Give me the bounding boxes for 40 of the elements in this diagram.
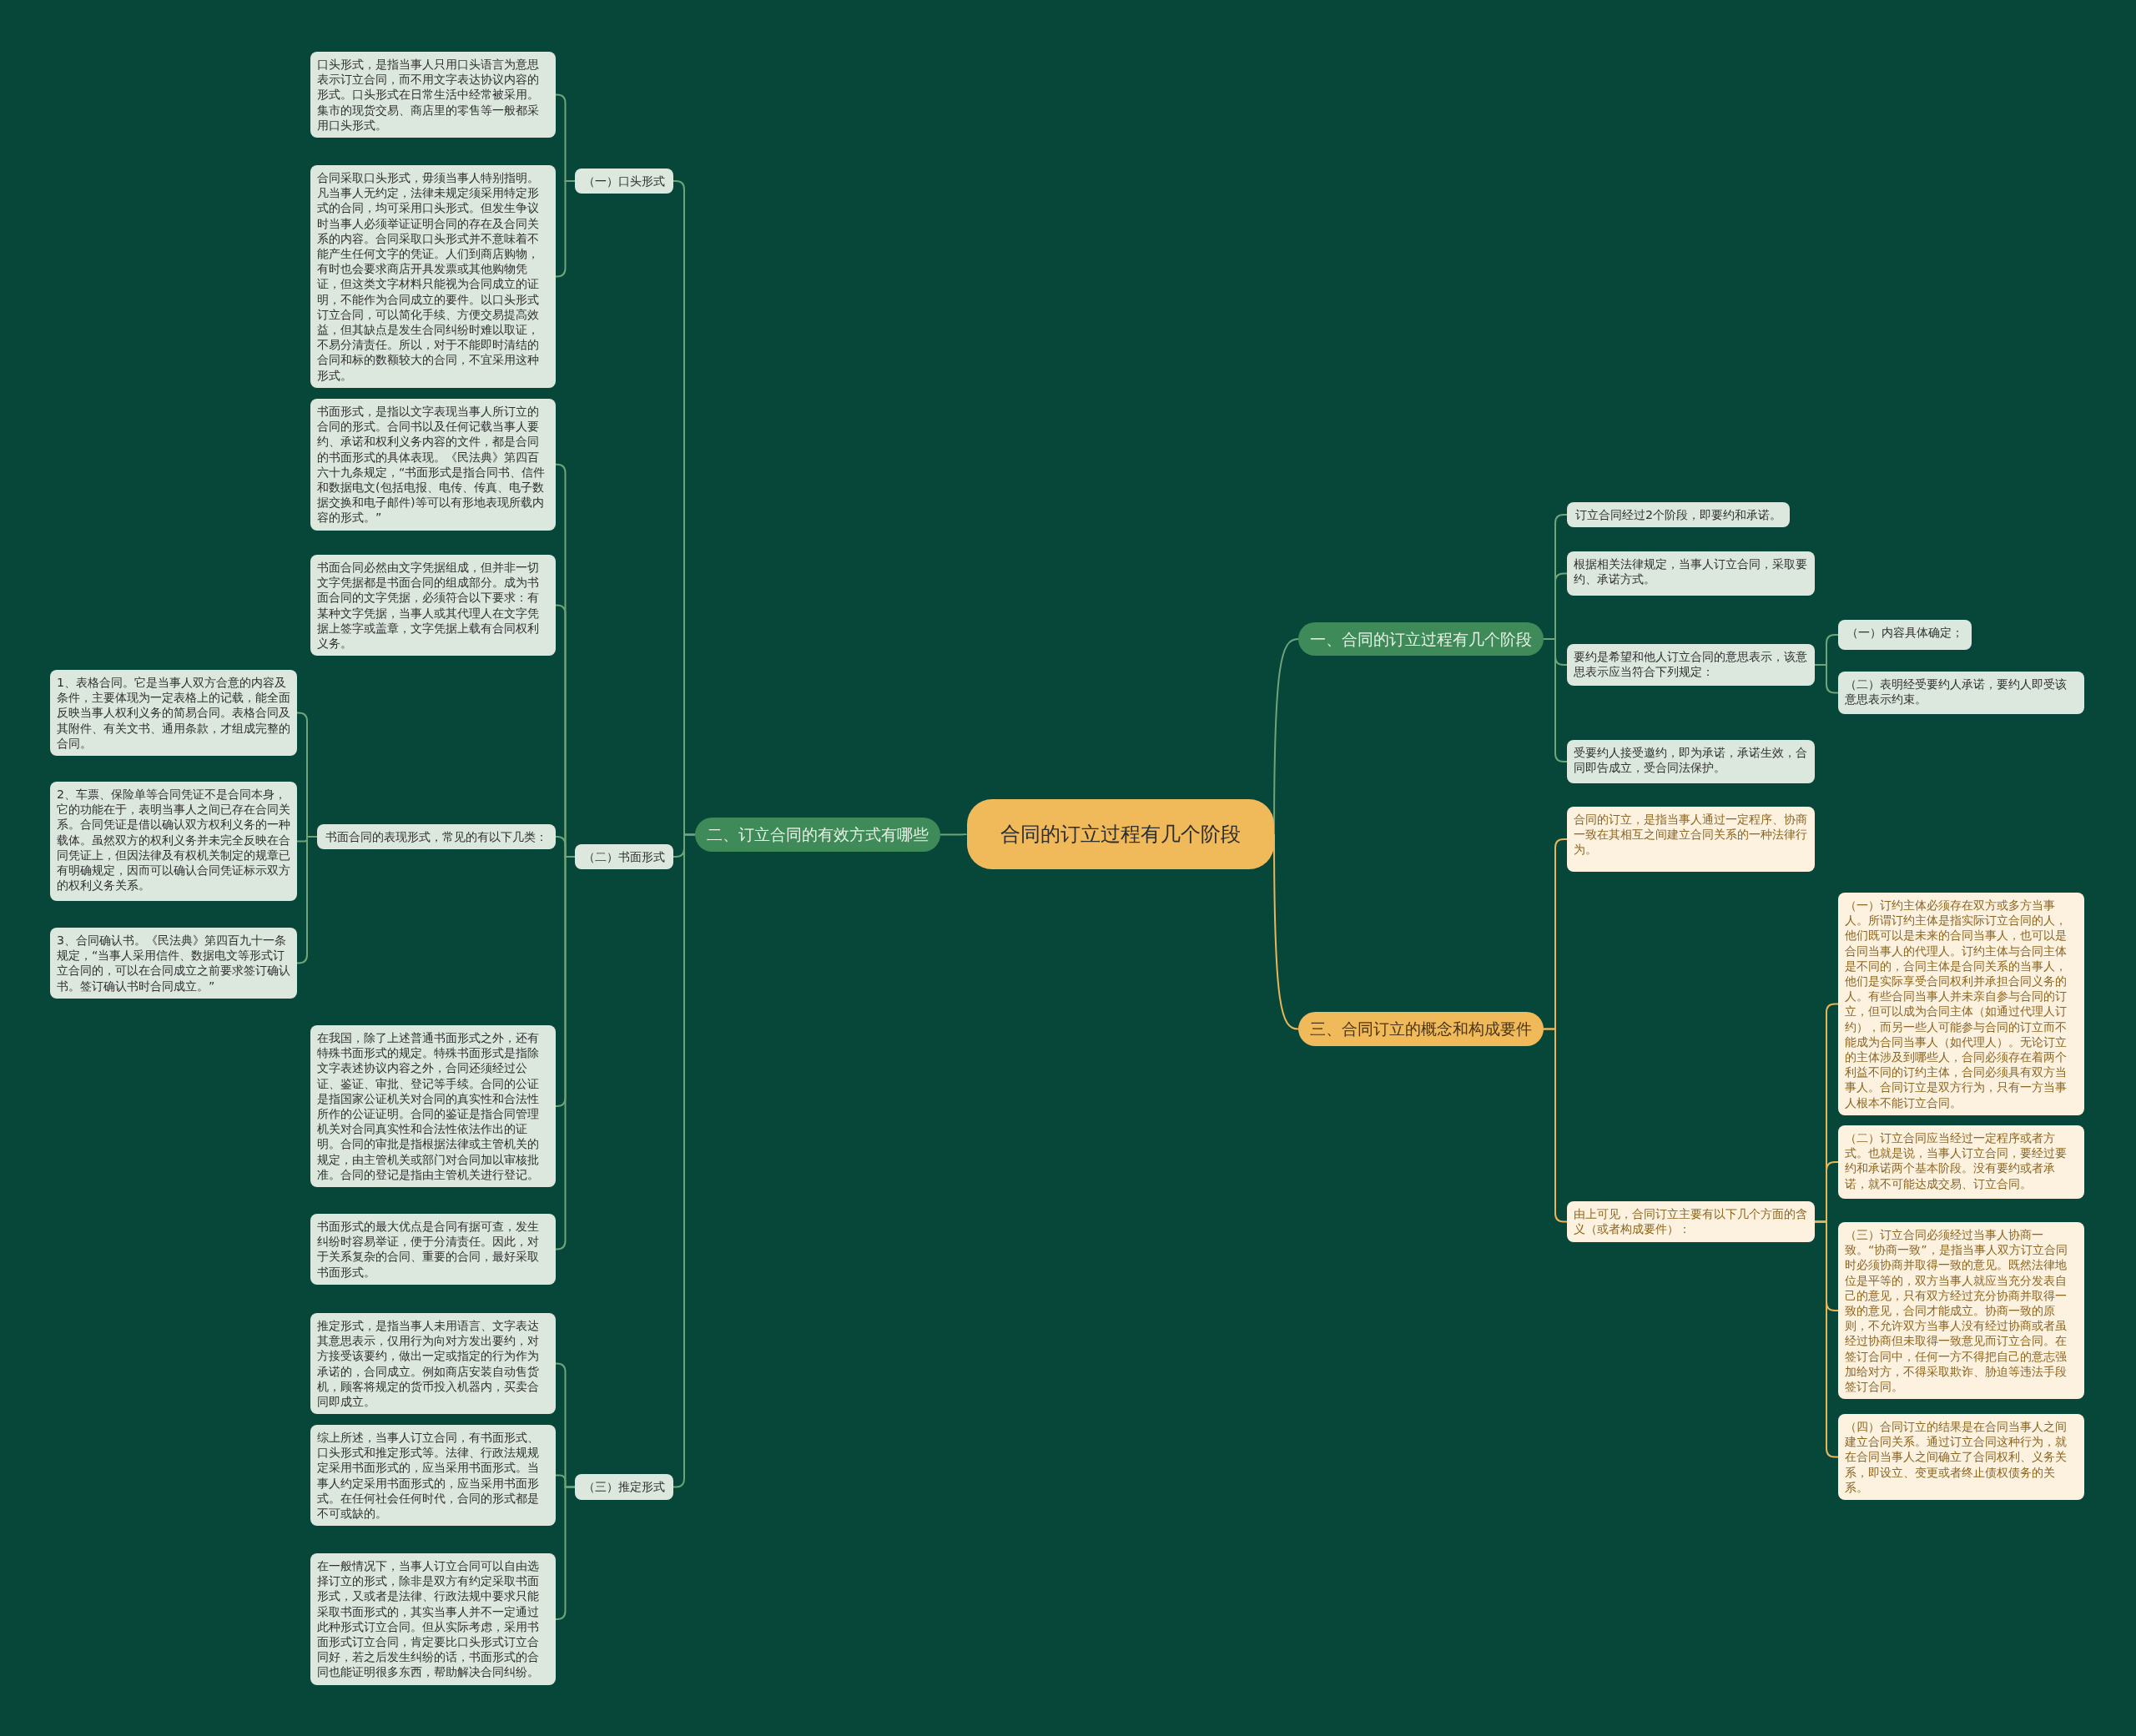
connector-line [1543,1028,1568,1223]
topic-label-box: （一）内容具体确定； [1838,620,1972,650]
connector-line [555,180,576,278]
topic-box: 在我国，除了上述普通书面形式之外，还有特殊书面形式的规定。特殊书面形式是指除文字表述协议内容之外，合同还须经过公证、鉴证、审批、登记等手续。合同的公证是指国家公证机关对合同的真实性和合法性所作的公证证明。合同的鉴证是指合同管理机关对合同真实性和合法性依法作出的证明。合同的审批是指根据法律或主管机关的规定，由主管机关或部门对合同加以审核批准。合同的登记是指由主管机关进行登记。 [310,1025,556,1188]
topic-label-box: （二）书面形式 [575,844,673,870]
branch-topic: 二、订立合同的有效方式有哪些 [695,818,940,852]
topic-box: 推定形式，是指当事人未用语言、文字表达其意思表示，仅用行为向对方发出要约，对方接受该要约，做出一定或指定的行为作为承诺的，合同成立。例如商店安装自动售货机，顾客将规定的货币投入机器内，买卖合同即成立。 [310,1313,556,1415]
central-topic: 合同的订立过程有几个阶段 [967,799,1274,869]
topic-label-box: （一）口头形式 [575,169,673,194]
connector-line [673,833,696,1488]
topic-box: 书面合同必然由文字凭据组成，但并非一切文字凭据都是书面合同的组成部分。成为书面合同的文字凭据，必须符合以下要求：有某种文字凭据，当事人或其代理人在文字凭据上签字或盖章，文字凭据上载有合同权利义务。 [310,555,556,657]
topic-label-box: （三）推定形式 [575,1474,673,1500]
branch-topic: 一、合同的订立过程有几个阶段 [1298,622,1544,656]
connector-line [296,836,318,964]
topic-box: （四）合同订立的结果是在合同当事人之间建立合同关系。通过订立合同这种行为，就在合同当事人之间确立了合同权利、义务关系，即设立、变更或者终止债权债务的关系。 [1838,1414,2084,1500]
topic-box: 书面形式的最大优点是合同有据可查，发生纠纷时容易举证，便于分清责任。因此，对于关系复杂的合同、重要的合同，最好采取书面形式。 [310,1214,556,1285]
connector-line [1814,1220,1839,1458]
topic-label-box: 订立合同经过2个阶段，即要约和承诺。 [1567,502,1791,528]
connector-line [940,833,968,836]
topic-box: 合同的订立，是指当事人通过一定程序、协商一致在其相互之间建立合同关系的一种法律行为。 [1567,807,1815,872]
topic-box: 受要约人接受邀约，即为承诺，承诺生效，合同即告成立，受合同法保护。 [1567,740,1815,783]
topic-box: 要约是希望和他人订立合同的意思表示，该意思表示应当符合下列规定： [1567,644,1815,686]
branch-topic: 三、合同订立的概念和构成要件 [1298,1012,1544,1046]
topic-box: 综上所述，当事人订立合同，有书面形式、口头形式和推定形式等。法律、行政法规规定采用书面形式的，应当采用书面形式。当事人约定采用书面形式的，应当采用书面形式。在任何社会任何时代，合同的形式都是不可或缺的。 [310,1425,556,1527]
topic-box: 3、合同确认书。《民法典》第四百九十一条规定，“当事人采用信件、数据电文等形式订立合同的，可以在合同成立之前要求签订确认书。签订确认书时合同成立。” [50,928,297,999]
topic-box: 根据相关法律规定，当事人订立合同，采取要约、承诺方式。 [1567,551,1815,596]
connector-line [555,1486,576,1620]
topic-box: （三）订立合同必须经过当事人协商一致。“协商一致”，是指当事人双方订立合同时必须协商并取得一致的意见。既然法律地位是平等的，双方当事人就应当充分发表自己的意见，只有双方经过充分协商并取得一致的意见，合同才能成立。协商一致的原则，不允许双方当事人没有经过协商或者虽经过协商但未取得一致意见而订立合同。在签订合同中，任何一方不得把自己的意志强加给对方，不得采取欺诈、胁迫等违法手段签订合同。 [1838,1222,2084,1400]
topic-box: 在一般情况下，当事人订立合同可以自由选择订立的形式，除非是双方有约定采取书面形式，又或者是法律、行政法规中要求只能采取书面形式的，其实当事人并不一定通过此种形式订立合同。但从实际考虑，采用书面形式订立合同，肯定要比口头形式订立合同好，若之后发生纠纷的话，书面形式的合同也能证明很多东西，帮助解决合同纠纷。 [310,1553,556,1685]
topic-box: 2、车票、保险单等合同凭证不是合同本身，它的功能在于，表明当事人之间已存在合同关系。合同凭证是借以确认双方权利义务的一种载体。虽然双方的权利义务并未完全反映在合同凭证上，但因法律及有权机关制定的规章已有明确规定，因而可以确认合同凭证标示双方的权利义务关系。 [50,782,297,901]
topic-label-box: 书面合同的表现形式，常见的有以下几类： [317,824,556,850]
topic-box: 1、表格合同。它是当事人双方合意的内容及条件，主要体现为一定表格上的记载，能全面反映当事人权利义务的简易合同。表格合同及其附件、有关文书、通用条款，才组成完整的合同。 [50,670,297,756]
topic-box: 口头形式，是指当事人只用口头语言为意思表示订立合同，而不用文字表达协议内容的形式。口头形式在日常生活中经常被采用。集市的现货交易、商店里的零售等一般都采用口头形式。 [310,52,556,138]
topic-box: （一）订约主体必须存在双方或多方当事人。所谓订约主体是指实际订立合同的人，他们既可以是未来的合同当事人，也可以是合同当事人的代理人。订约主体与合同主体是不同的，合同主体是合同关系的当事人，他们是实际享受合同权利并承担合同义务的人。有些合同当事人并未亲自参与合同的订立，但可以成为合同主体（如通过代理人订约），而另一些人可能参与合同的订立而不能成为合同当事人（如代理人）。无论订立的主体涉及到哪些人，合同必须存在着两个利益不同的订约主体，合同必须具有双方当事人。合同订立是双方行为，只有一方当事人根本不能订立合同。 [1838,893,2084,1115]
topic-box: （二）表明经受要约人承诺，要约人即受该意思表示约束。 [1838,672,2084,714]
topic-box: 由上可见，合同订立主要有以下几个方面的含义（或者构成要件）： [1567,1201,1815,1242]
topic-box: （二）订立合同应当经过一定程序或者方式。也就是说，当事人订立合同，要经过要约和承诺两个基本阶段。没有要约或者承诺，就不可能达成交易、订立合同。 [1838,1125,2084,1199]
topic-box: 合同采取口头形式，毋须当事人特别指明。凡当事人无约定，法律未规定须采用特定形式的合同，均可采用口头形式。但发生争议时当事人必须举证证明合同的存在及合同关系的内容。合同采取口头形式并不意味着不能产生任何文字的凭证。人们到商店购物，有时也会要求商店开具发票或其他购物凭证，但这类文字材料只能视为合同成立的证明，不能作为合同成立的要件。以口头形式订立合同，可以简化手续、方便交易提高效益，但其缺点是发生合同纠纷时难以取证，不易分清责任。所以，对于不能即时清结的合同和标的数额较大的合同，不宜采用这种形式。 [310,165,556,388]
topic-box: 书面形式，是指以文字表现当事人所订立的合同的形式。合同书以及任何记载当事人要约、承诺和权利义务内容的文件，都是合同的书面形式的具体表现。《民法典》第四百六十九条规定，“书面形式是指合同书、信件和数据电文(包括电报、电传、传真、电子数据交换和电子邮件)等可以有形地表现所载内容的形式。” [310,399,556,531]
connector-line [1814,664,1839,694]
